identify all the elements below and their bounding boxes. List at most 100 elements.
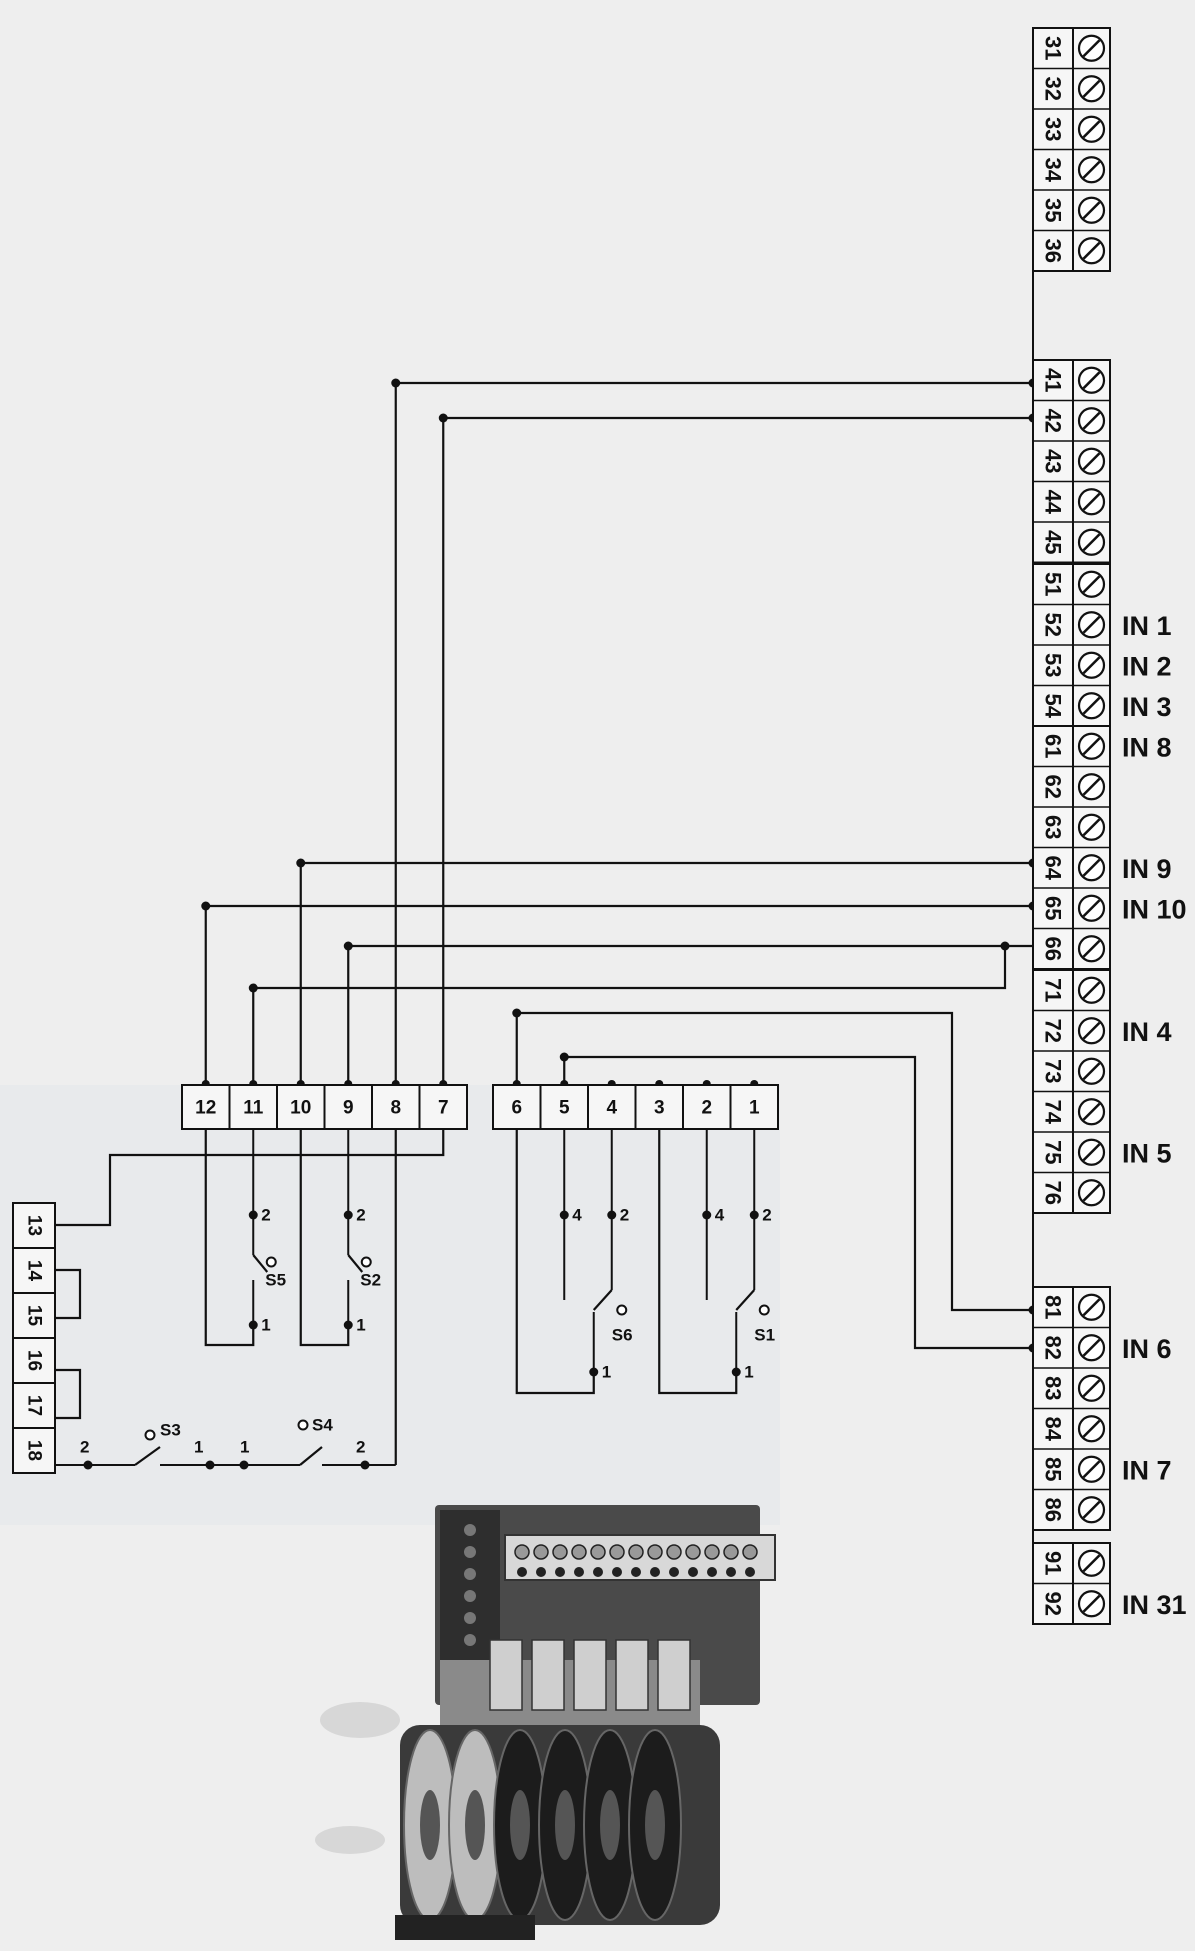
screw-icon xyxy=(1077,1057,1106,1085)
screw-icon xyxy=(1077,1496,1106,1524)
input-label-65: IN 10 xyxy=(1122,894,1187,924)
wire-12-to-65 xyxy=(204,904,1033,1085)
pin-hole xyxy=(688,1567,698,1577)
contact-label: 2 xyxy=(762,1206,771,1225)
cam-hub xyxy=(645,1790,665,1860)
switch-return xyxy=(204,1129,255,1347)
block-cell-7 xyxy=(418,1084,468,1130)
screw-icon xyxy=(1077,813,1106,841)
terminal-number: 53 xyxy=(1041,653,1066,677)
pin-hole xyxy=(726,1567,736,1577)
switch-label: S5 xyxy=(265,1271,286,1290)
wire-9-to-66 xyxy=(347,944,1033,1085)
terminal-number: 33 xyxy=(1041,117,1066,141)
terminal-number: 61 xyxy=(1041,734,1066,758)
switch-return xyxy=(299,1129,350,1347)
terminal-number: 65 xyxy=(1041,896,1066,920)
terminal-number: 63 xyxy=(1041,815,1066,839)
screw-icon xyxy=(628,1544,644,1560)
junction-dot xyxy=(248,983,258,993)
terminal-number: 83 xyxy=(1041,1376,1066,1400)
contact-label: 1 xyxy=(602,1363,611,1382)
switch-return xyxy=(658,1129,738,1395)
terminal-number: 82 xyxy=(1041,1336,1066,1360)
screw-icon xyxy=(609,1544,625,1560)
screw-icon xyxy=(1077,1590,1106,1618)
screw-icon xyxy=(1077,366,1106,394)
wire-7-to-42 xyxy=(442,416,1033,1085)
terminal-number: 76 xyxy=(1041,1181,1066,1205)
screw-icon xyxy=(571,1544,587,1560)
terminal-number: 85 xyxy=(1041,1457,1066,1481)
contact-dot xyxy=(83,1460,93,1470)
block-cell-5 xyxy=(539,1084,589,1130)
screw-icon xyxy=(1077,692,1106,720)
cam-hub xyxy=(600,1790,620,1860)
screw-icon xyxy=(1077,611,1106,639)
screw-icon xyxy=(1077,773,1106,801)
screw-icon xyxy=(1077,1334,1106,1362)
terminal-number: 36 xyxy=(1041,239,1066,263)
contact-dot xyxy=(702,1210,712,1220)
junction-dot xyxy=(1000,941,1010,951)
pin-hole xyxy=(593,1567,603,1577)
block-number: 9 xyxy=(343,1098,354,1119)
screw-icon xyxy=(1077,488,1106,516)
screw-icon xyxy=(1077,34,1106,62)
contact-terminal xyxy=(265,1256,277,1268)
screw-icon xyxy=(1077,1374,1106,1402)
block-number: 3 xyxy=(654,1098,665,1119)
switch-label: S1 xyxy=(754,1326,775,1345)
cam-hub xyxy=(510,1790,530,1860)
side-block-number: 14 xyxy=(24,1260,45,1282)
side-block-cell-14 xyxy=(12,1247,56,1294)
pcb-hole xyxy=(464,1546,476,1558)
terminal-number: 86 xyxy=(1041,1498,1066,1522)
lower-panel-background xyxy=(0,1085,780,1525)
wire-7-to-13 xyxy=(55,1129,445,1227)
block-number: 2 xyxy=(701,1098,712,1119)
screw-icon xyxy=(1077,1179,1106,1207)
screw-icon xyxy=(533,1544,549,1560)
screw-icon xyxy=(647,1544,663,1560)
terminal-number: 31 xyxy=(1041,36,1066,60)
input-label-85: IN 7 xyxy=(1122,1455,1172,1485)
pcb-hole xyxy=(464,1568,476,1580)
input-label-72: IN 4 xyxy=(1122,1017,1172,1047)
input-label-61: IN 8 xyxy=(1122,732,1172,762)
input-label-64: IN 9 xyxy=(1122,854,1172,884)
screw-icon xyxy=(1077,1098,1106,1126)
contact-dot xyxy=(607,1210,617,1220)
terminal-number: 91 xyxy=(1041,1551,1066,1575)
switch-blade xyxy=(134,1446,161,1466)
terminal-number: 66 xyxy=(1041,937,1066,961)
terminal-number: 44 xyxy=(1041,490,1066,515)
terminal-number: 41 xyxy=(1041,368,1066,392)
screw-icon xyxy=(1077,75,1106,103)
pin-hole xyxy=(669,1567,679,1577)
handle-shadow xyxy=(315,1826,385,1854)
wire-8-to-41 xyxy=(394,381,1033,1085)
screw-icon xyxy=(1077,528,1106,556)
contact-label: 1 xyxy=(261,1316,270,1335)
terminal-number: 81 xyxy=(1041,1295,1066,1319)
contact-terminal xyxy=(758,1304,770,1316)
contact-label: 4 xyxy=(572,1206,582,1225)
switch-base xyxy=(395,1915,535,1940)
cam-contact xyxy=(489,1639,523,1711)
contact-dot xyxy=(239,1460,249,1470)
terminal-number: 45 xyxy=(1041,530,1066,554)
terminal-number: 51 xyxy=(1041,572,1066,596)
block-number: 4 xyxy=(606,1098,617,1119)
block-cell-1 xyxy=(729,1084,779,1130)
terminal-number: 72 xyxy=(1041,1019,1066,1043)
switch-blade xyxy=(347,1254,364,1273)
junction-dot xyxy=(201,901,211,911)
contact-label: 1 xyxy=(356,1316,365,1335)
wire-5-to-82 xyxy=(563,1055,1033,1350)
terminal-strip: 3132333435364142434445515253546162636465… xyxy=(1032,27,1187,1625)
terminal-number: 74 xyxy=(1041,1100,1066,1125)
screw-icon xyxy=(1077,732,1106,760)
cam-switch-photo xyxy=(315,1505,776,1940)
junction-dot xyxy=(559,1052,569,1062)
